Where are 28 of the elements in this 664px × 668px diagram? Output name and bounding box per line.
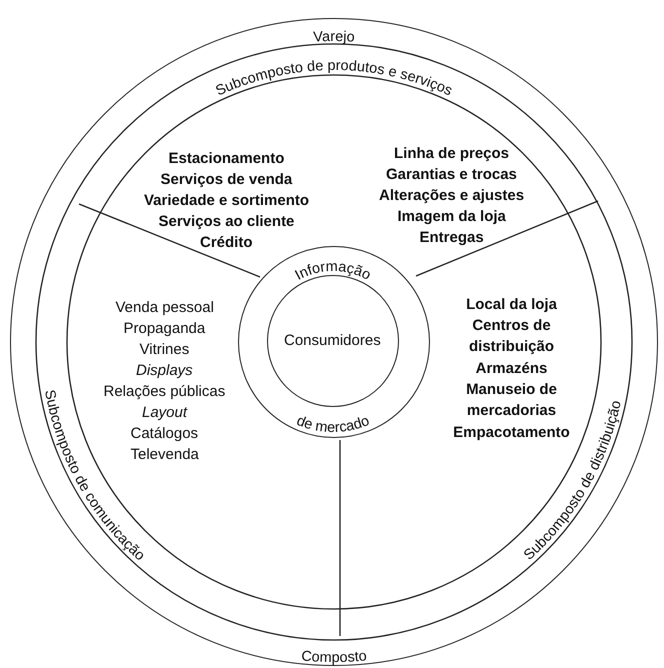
list-item: Manuseio de mercadorias bbox=[465, 380, 558, 421]
center-label: Consumidores bbox=[284, 331, 381, 351]
ring-label: de mercado bbox=[294, 412, 372, 436]
list-item: Layout bbox=[142, 402, 188, 422]
ring-label: Informação bbox=[292, 258, 374, 284]
list-item: Armazéns bbox=[474, 358, 548, 378]
list-item: Vitrines bbox=[140, 340, 190, 360]
list-item: Entregas bbox=[420, 228, 484, 248]
list-item: Serviços ao cliente bbox=[158, 212, 294, 232]
list-item: Crédito bbox=[200, 232, 252, 252]
center-ring bbox=[238, 246, 430, 438]
list-item: Displays bbox=[136, 360, 193, 380]
list-item: Alterações e ajustes bbox=[379, 186, 524, 206]
list-item: Imagem da loja bbox=[398, 206, 506, 226]
list-item: Serviços de venda bbox=[160, 170, 292, 190]
list-item: Centros de distribuição bbox=[468, 316, 555, 357]
ring-label: Composto bbox=[300, 648, 367, 666]
list-item: Propaganda bbox=[124, 318, 206, 338]
ring-label: Varejo bbox=[312, 28, 355, 46]
list-item: Estacionamento bbox=[168, 148, 284, 168]
list-item: Venda pessoal bbox=[116, 298, 214, 318]
list-item: Garantias e trocas bbox=[386, 164, 517, 184]
list-item: Linha de preços bbox=[394, 144, 510, 164]
list-item: Catálogos bbox=[130, 424, 198, 444]
list-item: Local da loja bbox=[465, 294, 558, 314]
list-item: Variedade e sortimento bbox=[144, 190, 310, 210]
list-item: Televenda bbox=[130, 444, 199, 464]
list-item: Relações públicas bbox=[104, 382, 226, 402]
